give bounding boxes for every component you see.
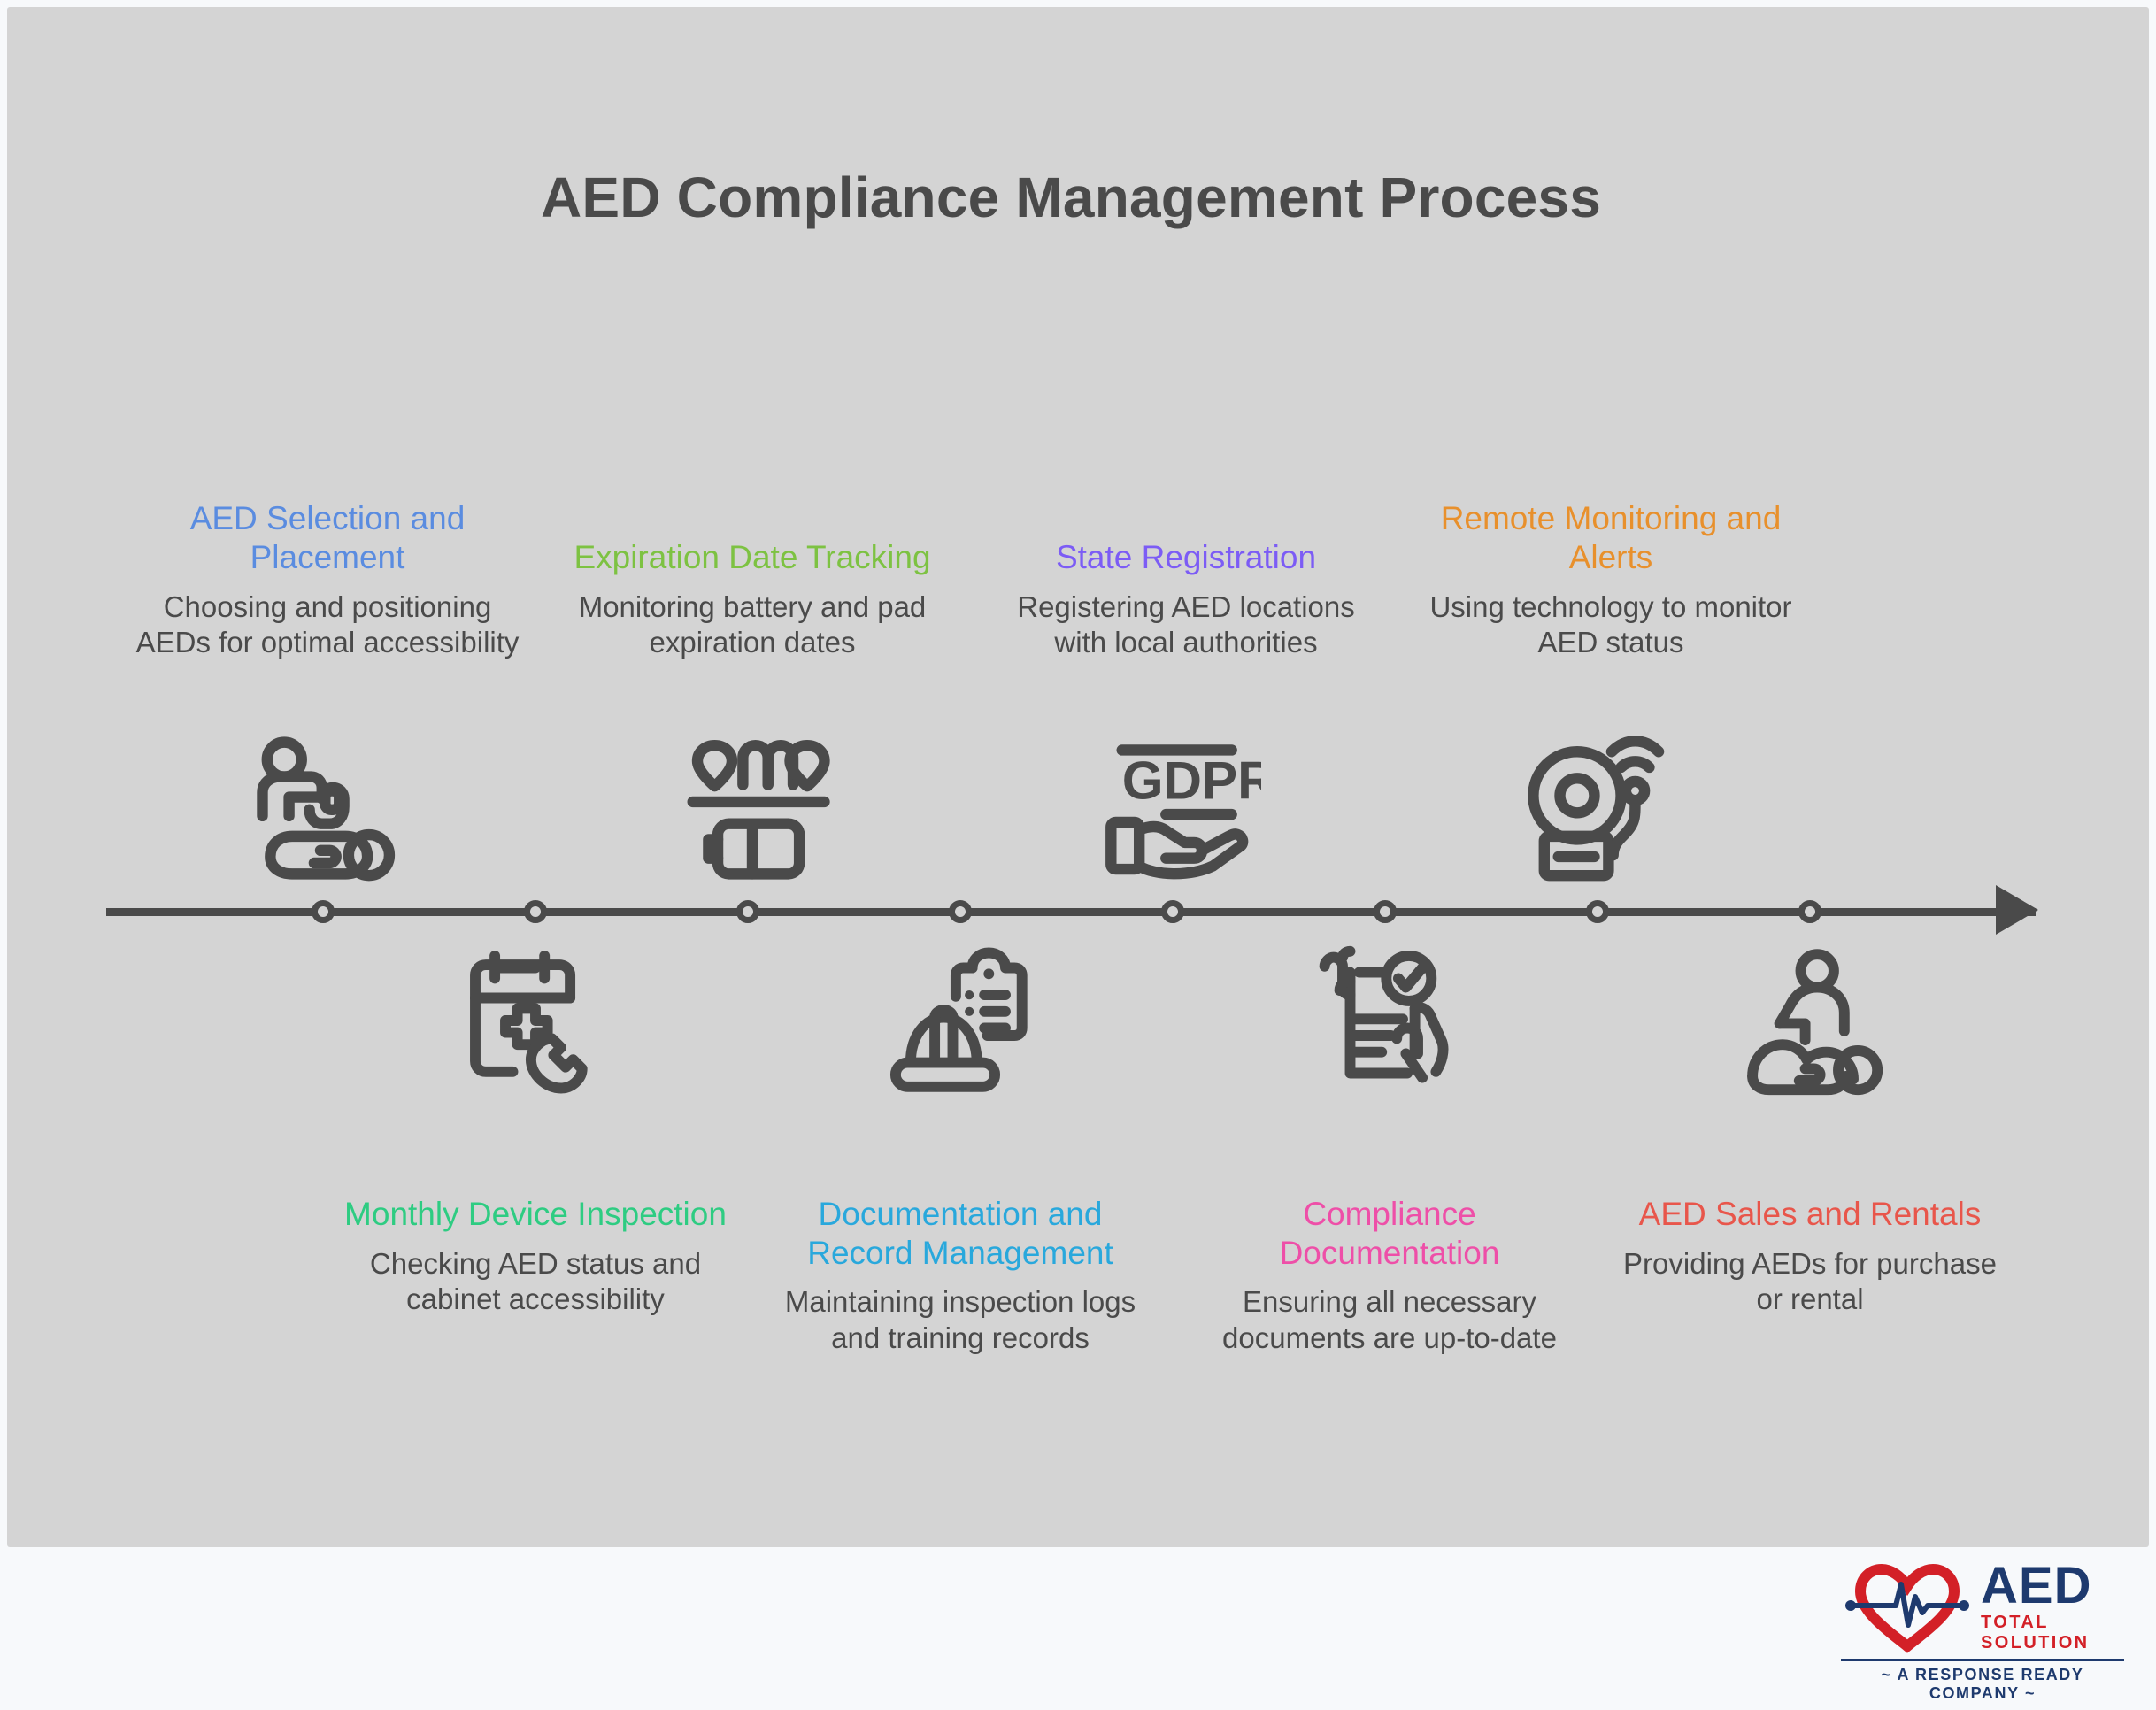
timeline-node: [949, 900, 972, 923]
logo-tagline: ~ A RESPONSE READY COMPANY ~: [1881, 1666, 2084, 1702]
heart-ecg-logo-icon: [1841, 1561, 1974, 1653]
timeline-node: [524, 900, 547, 923]
step-description: Choosing and positioning AEDs for optima…: [135, 589, 520, 659]
step-description: Monitoring battery and pad expiration da…: [578, 589, 927, 659]
timeline-arrowhead-icon: [1996, 885, 2038, 935]
timeline-node: [312, 900, 335, 923]
step-description: Ensuring all necessary documents are up-…: [1222, 1285, 1557, 1354]
step-block-documentation-and-record-management: Documentation and Record Management Main…: [766, 1195, 1155, 1356]
step-heading: AED Sales and Rentals: [1638, 1196, 1982, 1232]
timeline-axis: [106, 908, 2036, 916]
step-heading: Expiration Date Tracking: [574, 538, 931, 575]
step-block-aed-sales-and-rentals: AED Sales and Rentals Providing AEDs for…: [1615, 1195, 2005, 1317]
company-logo: AED TOTAL SOLUTION ~ A RESPONSE READY CO…: [1841, 1557, 2124, 1702]
alarm-bell-wireless-icon: [1518, 733, 1677, 883]
step-heading: State Registration: [1055, 538, 1317, 575]
step-block-monthly-device-inspection: Monthly Device Inspection Checking AED s…: [341, 1195, 730, 1317]
timeline-node: [1798, 900, 1821, 923]
step-block-aed-selection-and-placement: AED Selection and Placement Choosing and…: [124, 499, 531, 660]
step-description: Registering AED locations with local aut…: [1017, 589, 1355, 659]
cpr-rescue-icon: [1729, 945, 1888, 1096]
footer-bar: AED TOTAL SOLUTION ~ A RESPONSE READY CO…: [0, 1547, 2156, 1710]
step-block-remote-monitoring-and-alerts: Remote Monitoring and Alerts Using techn…: [1416, 499, 1806, 660]
step-heading: Monthly Device Inspection: [344, 1196, 727, 1232]
step-heading: Compliance Documentation: [1279, 1196, 1500, 1271]
calendar-medical-phone-icon: [456, 945, 615, 1096]
battery-pads-expiry-icon: [673, 733, 832, 883]
hardhat-clipboard-icon: [881, 945, 1040, 1096]
step-heading: AED Selection and Placement: [189, 500, 466, 575]
page-title: AED Compliance Management Process: [540, 166, 1602, 229]
step-description: Checking AED status and cabinet accessib…: [369, 1246, 702, 1315]
step-heading: Documentation and Record Management: [807, 1196, 1113, 1271]
step-description: Using technology to monitor AED status: [1429, 589, 1792, 659]
logo-divider: [1841, 1659, 2124, 1661]
timeline-node: [1161, 900, 1184, 923]
step-heading: Remote Monitoring and Alerts: [1440, 500, 1782, 575]
timeline-node: [1586, 900, 1609, 923]
timeline-node: [1374, 900, 1397, 923]
logo-subtitle: TOTAL SOLUTION: [1981, 1612, 2090, 1652]
document-check-hands-icon: [1308, 945, 1467, 1096]
step-block-state-registration: State Registration Registering AED locat…: [991, 538, 1381, 660]
step-description: Maintaining inspection logs and training…: [784, 1285, 1136, 1354]
logo-name: AED: [1981, 1557, 2092, 1615]
step-block-compliance-documentation: Compliance Documentation Ensuring all ne…: [1195, 1195, 1584, 1356]
infographic-board: [7, 7, 2149, 1547]
cpr-resuscitation-icon: [241, 733, 400, 883]
svg-text:GDPR: GDPR: [1122, 751, 1261, 810]
step-block-expiration-date-tracking: Expiration Date Tracking Monitoring batt…: [553, 538, 951, 660]
step-description: Providing AEDs for purchase or rental: [1623, 1246, 1997, 1315]
timeline-node: [736, 900, 759, 923]
gdpr-hand-icon: GDPR: [1102, 733, 1261, 883]
